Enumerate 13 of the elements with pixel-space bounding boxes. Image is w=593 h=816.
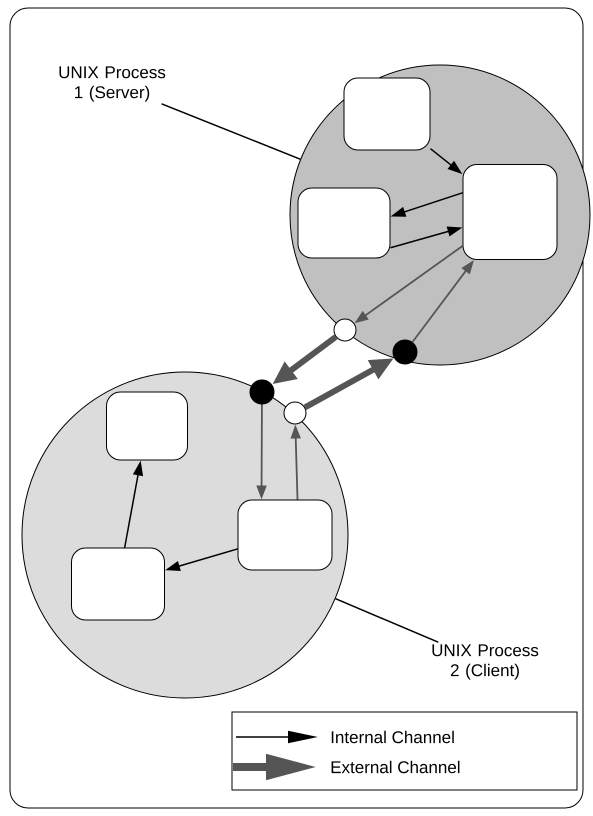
process-label: UNIX Process 2 (Client) — [432, 644, 538, 680]
process-box — [238, 500, 332, 570]
process-box — [71, 548, 165, 620]
leader-line — [335, 598, 439, 643]
process-box — [298, 188, 390, 258]
legend-text: Internal Channel — [332, 730, 454, 744]
legend-text: External Channel — [332, 760, 460, 774]
process-box — [106, 392, 188, 460]
process-box — [462, 164, 558, 260]
leader-line — [161, 103, 301, 160]
port-circle — [284, 402, 306, 424]
process-box — [344, 78, 430, 150]
process-label: UNIX Process 1 (Server) — [59, 66, 166, 102]
